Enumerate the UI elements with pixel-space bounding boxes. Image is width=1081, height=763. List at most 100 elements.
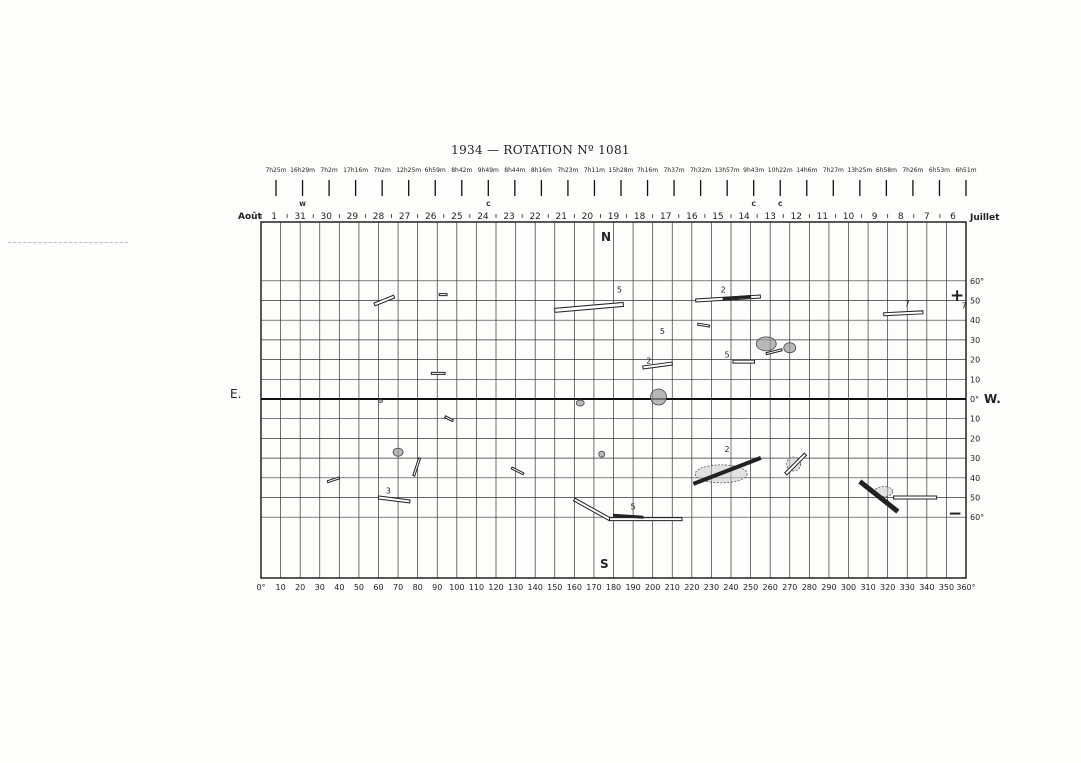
region-number: 5 <box>617 286 622 295</box>
filament <box>430 371 446 375</box>
spot-region <box>783 342 797 354</box>
longitude-tick-label: 250 <box>743 583 758 592</box>
longitude-tick-label: 320 <box>880 583 895 592</box>
observation-time: 7h26m <box>902 167 923 174</box>
day-label: 12 <box>791 212 802 222</box>
latitude-tick-label: 50 <box>970 297 980 306</box>
observation-time: 8h44m <box>504 167 525 174</box>
west-label: W. <box>984 392 1001 406</box>
observation-mark: C <box>486 201 491 208</box>
observation-time: 10h22m <box>768 167 793 174</box>
day-label: 14 <box>738 212 750 222</box>
observation-time: 13h25m <box>847 167 872 174</box>
day-label: 26 <box>425 212 437 222</box>
day-label: 22 <box>529 212 540 222</box>
latitude-tick-label: 60° <box>970 513 984 522</box>
longitude-tick-label: 340 <box>919 583 934 592</box>
longitude-tick-label: 210 <box>665 583 680 592</box>
observation-time: 7h2m <box>320 167 337 174</box>
longitude-tick-label: 360° <box>956 583 975 592</box>
longitude-tick-label: 10 <box>275 583 285 592</box>
chart-title: 1934 — ROTATION Nº 1081 <box>451 143 630 157</box>
observation-mark: C <box>778 201 783 208</box>
longitude-tick-label: 330 <box>900 583 915 592</box>
region-number: 7 <box>961 301 966 310</box>
minus-sign: − <box>948 504 962 524</box>
latitude-tick-label: 20 <box>970 356 980 365</box>
region-number: 7 <box>905 299 910 308</box>
page-rule <box>8 242 128 243</box>
longitude-tick-label: 60 <box>373 583 383 592</box>
observation-time: 6h59m <box>425 167 446 174</box>
longitude-tick-label: 270 <box>782 583 797 592</box>
filament <box>612 513 644 519</box>
region-number: 5 <box>725 351 730 360</box>
filament <box>765 348 783 356</box>
region-number: 3 <box>386 487 391 496</box>
spot-layer <box>378 336 894 497</box>
observation-time: 14h6m <box>796 167 817 174</box>
day-label: 19 <box>608 212 620 222</box>
longitude-tick-label: 30 <box>315 583 325 592</box>
longitude-tick-label: 70 <box>393 583 403 592</box>
filament <box>893 495 938 500</box>
longitude-tick-label: 300 <box>841 583 856 592</box>
month-left-label: Août <box>238 212 263 222</box>
day-label: 31 <box>294 212 305 222</box>
filament <box>377 495 411 504</box>
observation-time: 13h57m <box>715 167 740 174</box>
observation-time: 15h28m <box>609 167 634 174</box>
region-number: 2 <box>646 357 651 366</box>
spot-region <box>755 336 777 352</box>
longitude-tick-label: 50 <box>354 583 364 592</box>
day-label: 18 <box>634 212 646 222</box>
day-label: 15 <box>712 212 723 222</box>
longitude-tick-label: 280 <box>802 583 817 592</box>
latitude-tick-label: 40 <box>970 474 980 483</box>
observation-time: 8h42m <box>451 167 472 174</box>
longitude-tick-label: 130 <box>508 583 523 592</box>
region-number: 2 <box>721 286 726 295</box>
region-number: 2 <box>725 445 730 454</box>
plus-sign: + <box>950 286 964 306</box>
latitude-tick-label: 60° <box>970 277 984 286</box>
observation-time: 12h25m <box>396 167 421 174</box>
filament <box>326 476 341 484</box>
filament <box>373 294 396 307</box>
latitude-tick-label: 10 <box>970 375 980 384</box>
filament <box>858 479 900 514</box>
south-label: S <box>600 557 609 571</box>
day-label: 17 <box>660 212 671 222</box>
latitude-tick-label: 40 <box>970 316 980 325</box>
observation-time: 7h11m <box>584 167 605 174</box>
filament-layer <box>326 293 938 522</box>
filament <box>412 457 422 477</box>
filament <box>732 359 755 364</box>
filament <box>554 301 625 313</box>
day-label: 27 <box>399 212 410 222</box>
observation-time: 9h49m <box>478 167 499 174</box>
longitude-tick-label: 290 <box>821 583 836 592</box>
north-label: N <box>601 230 611 244</box>
day-label: 23 <box>503 212 514 222</box>
observation-time: 7h27m <box>823 167 844 174</box>
observation-time: 6h51m <box>955 167 976 174</box>
longitude-tick-label: 40 <box>334 583 344 592</box>
latitude-tick-label: 10 <box>970 415 980 424</box>
filament <box>784 452 808 476</box>
day-label: 30 <box>321 212 333 222</box>
observation-time: 7h16m <box>637 167 658 174</box>
observation-time: 17h16m <box>343 167 368 174</box>
longitude-tick-label: 120 <box>488 583 503 592</box>
longitude-tick-label: 310 <box>860 583 875 592</box>
observation-time: 16h29m <box>290 167 315 174</box>
observation-time: 7h32m <box>690 167 711 174</box>
filament <box>696 322 711 328</box>
latitude-tick-label: 20 <box>970 434 980 443</box>
observation-time: 9h43m <box>743 167 764 174</box>
